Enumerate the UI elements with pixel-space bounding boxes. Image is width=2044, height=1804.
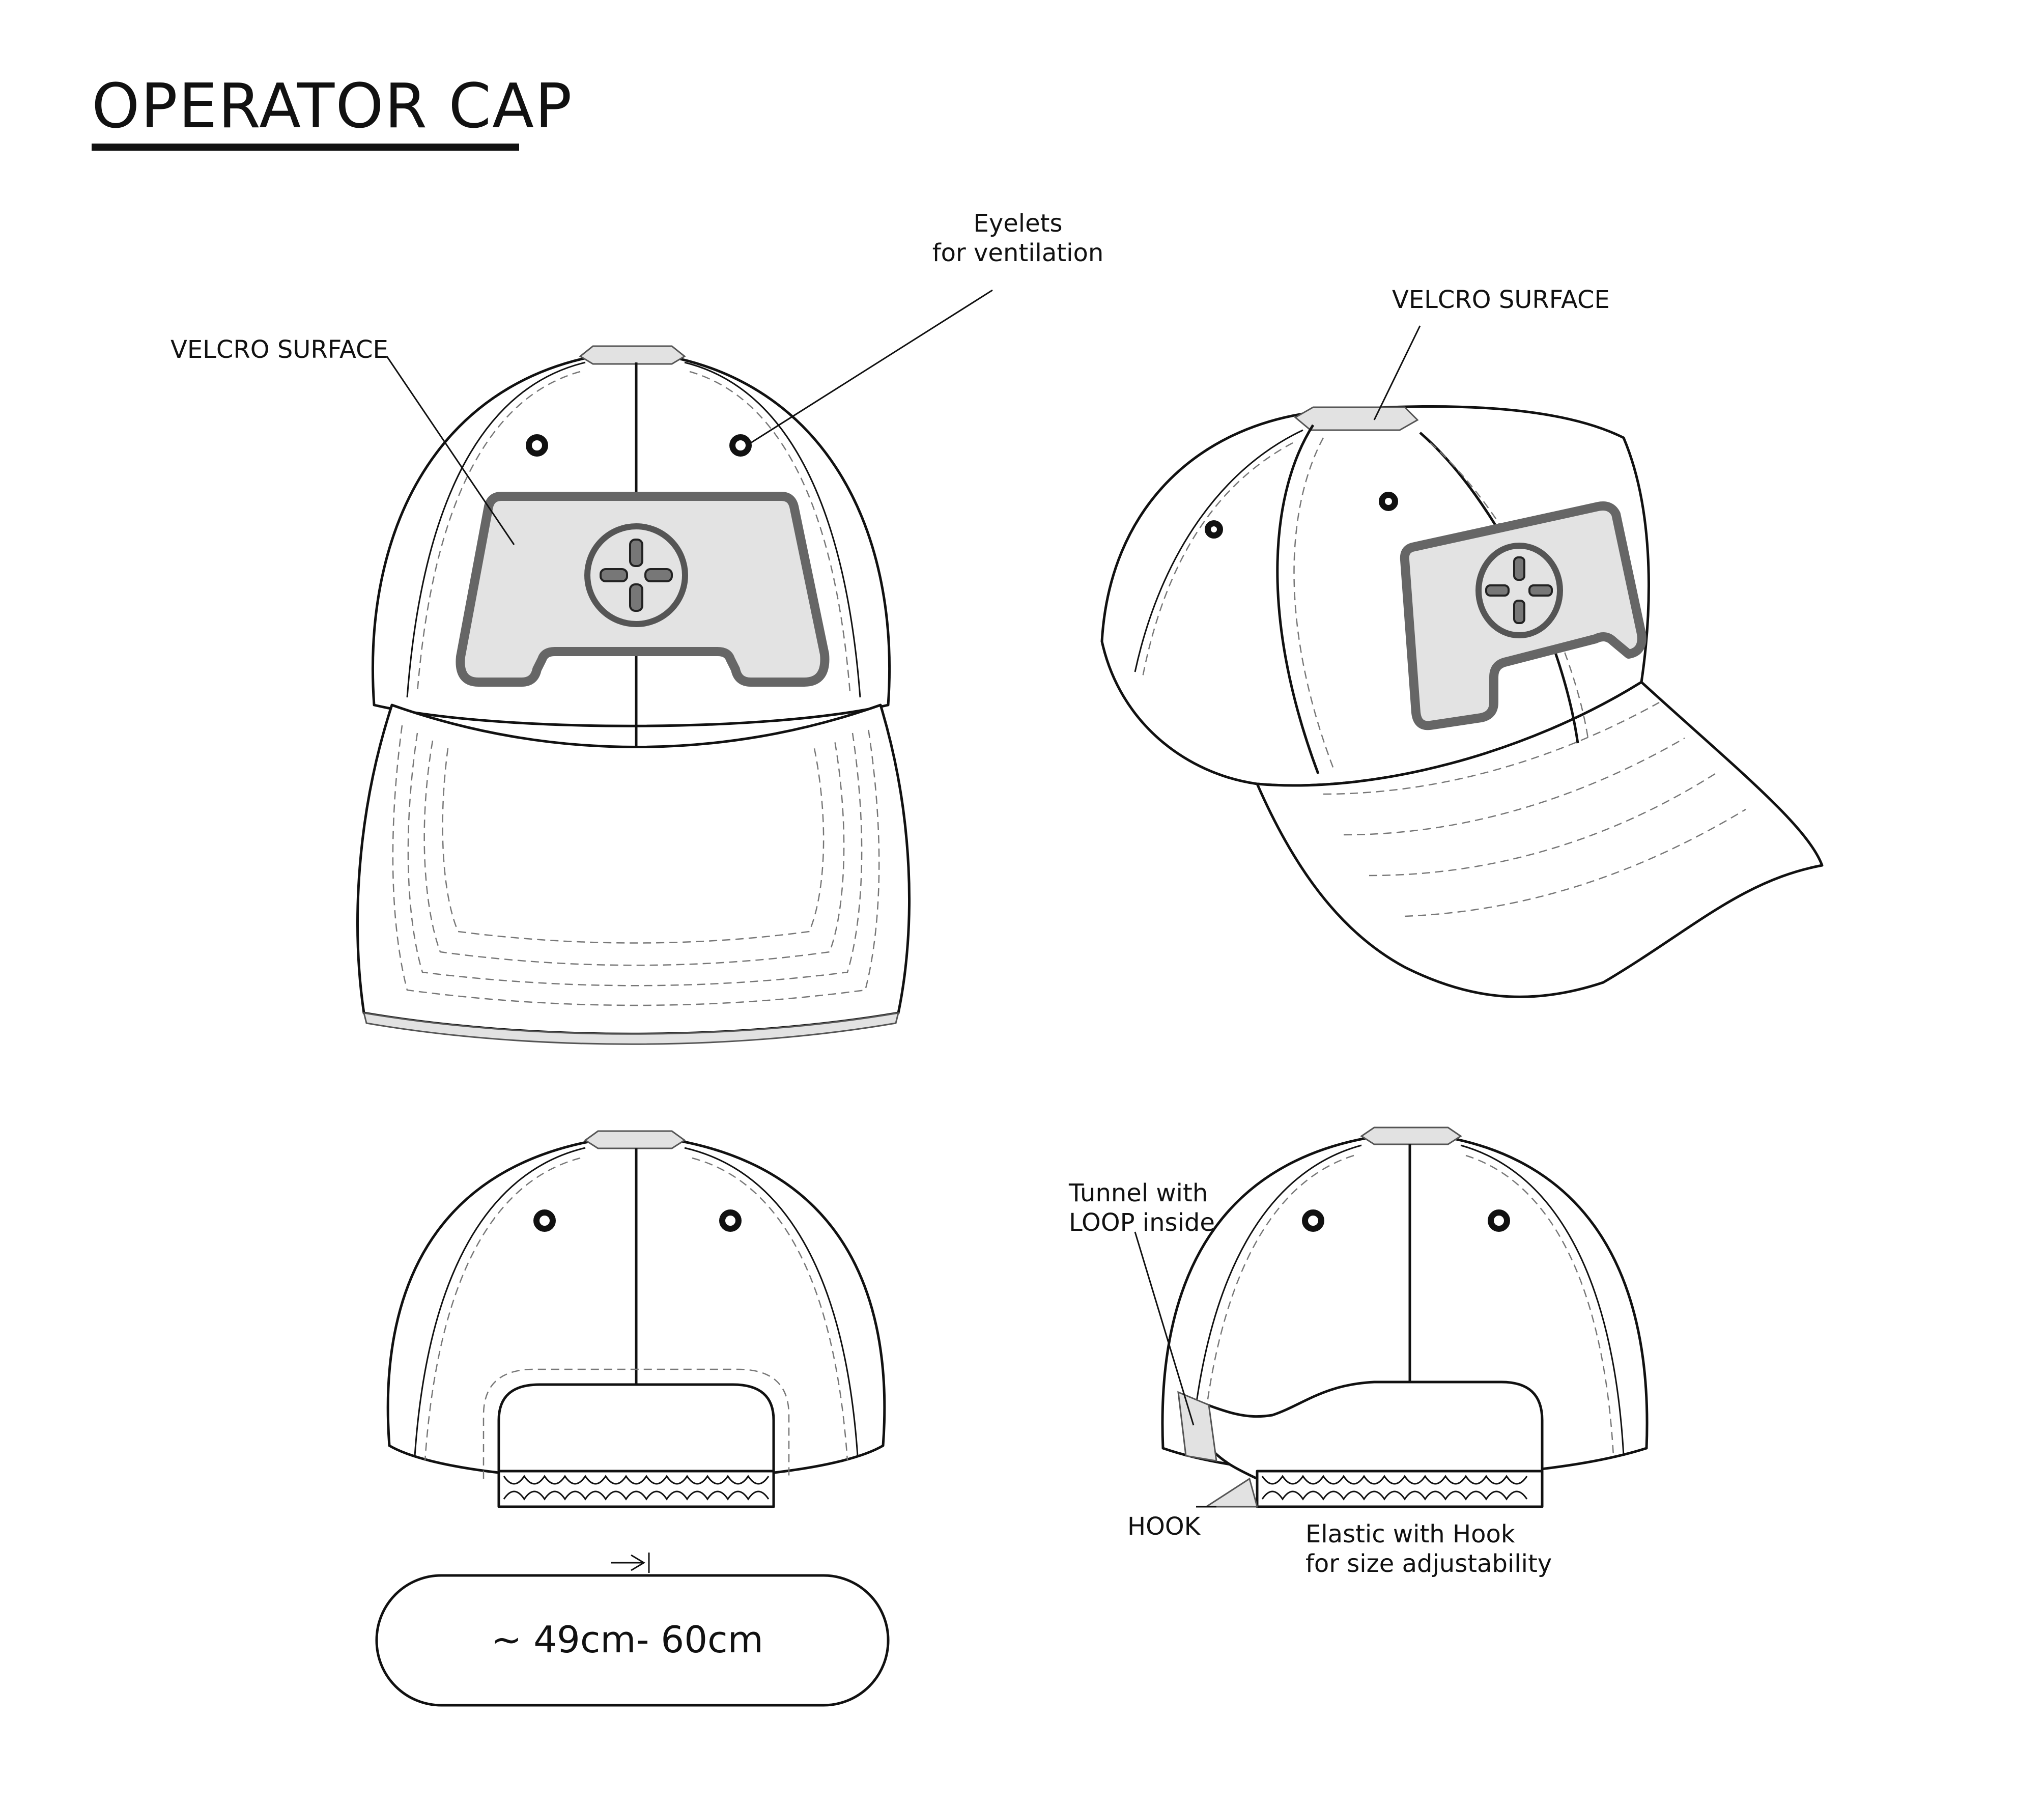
size-range-text: ~ 49cm- 60cm [491, 1618, 763, 1661]
back-top-button [584, 1130, 686, 1149]
size-arrow [611, 1553, 650, 1573]
eyelets-label-line1: Eyelets [973, 209, 1063, 238]
front-velcro-leader [386, 356, 515, 545]
side-velcro-leader [1373, 325, 1421, 420]
front-eyelet-right [729, 434, 752, 457]
tunnel-label: Tunnel with LOOP inside [1069, 1178, 1215, 1237]
elastic-label: Elastic with Hook for size adjustability [1305, 1519, 1552, 1578]
cap-front-view [356, 345, 911, 1045]
eyelets-label-line2: for ventilation [932, 239, 1104, 267]
back-opening [497, 1383, 775, 1480]
side-velcro-badge [1475, 543, 1563, 638]
side-velcro-label: VELCRO SURFACE [1392, 286, 1610, 314]
backside-eyelet-right [1488, 1209, 1510, 1232]
back-eyelet-right [719, 1209, 742, 1232]
front-left-seam [406, 361, 586, 698]
side-top-button [1294, 406, 1419, 431]
page-title: OPERATOR CAP [92, 71, 573, 142]
tunnel-leader [1134, 1231, 1195, 1426]
front-right-seam [684, 361, 861, 698]
back-elastic [497, 1470, 775, 1508]
title-underline [92, 144, 519, 151]
backside-elastic [1256, 1470, 1544, 1508]
front-visor [356, 703, 911, 1035]
cap-back-view [386, 1130, 886, 1508]
back-eyelet-left [533, 1209, 556, 1232]
hook-tab [1203, 1477, 1258, 1508]
backside-eyelet-left [1302, 1209, 1324, 1232]
elastic-label-line1: Elastic with Hook [1305, 1520, 1515, 1548]
front-visor-edge [362, 1012, 900, 1045]
side-front-seam [1276, 424, 1320, 774]
tunnel-label-line1: Tunnel with [1069, 1179, 1208, 1207]
tunnel-label-line2: LOOP inside [1069, 1208, 1215, 1237]
side-eyelet-left [1205, 520, 1223, 539]
tunnel-loop [1177, 1391, 1217, 1462]
backside-opening [1179, 1380, 1544, 1480]
elastic-label-line2: for size adjustability [1305, 1549, 1552, 1578]
cap-back-side-view [1161, 1126, 1649, 1508]
eyelets-label: Eyelets for ventilation [911, 209, 1125, 268]
front-velcro-badge [584, 523, 688, 627]
side-visor [1256, 681, 1824, 998]
size-oval [375, 1574, 890, 1707]
front-top-button [579, 345, 686, 365]
eyelets-leader [750, 289, 993, 444]
backside-top-button [1360, 1126, 1462, 1145]
cap-side-view [1100, 405, 1824, 998]
side-crown [1100, 405, 1650, 787]
front-eyelet-left [526, 434, 548, 457]
hook-label: HOOK [1127, 1512, 1201, 1541]
front-velcro-label: VELCRO SURFACE [171, 335, 388, 364]
side-eyelet-right [1379, 492, 1398, 511]
